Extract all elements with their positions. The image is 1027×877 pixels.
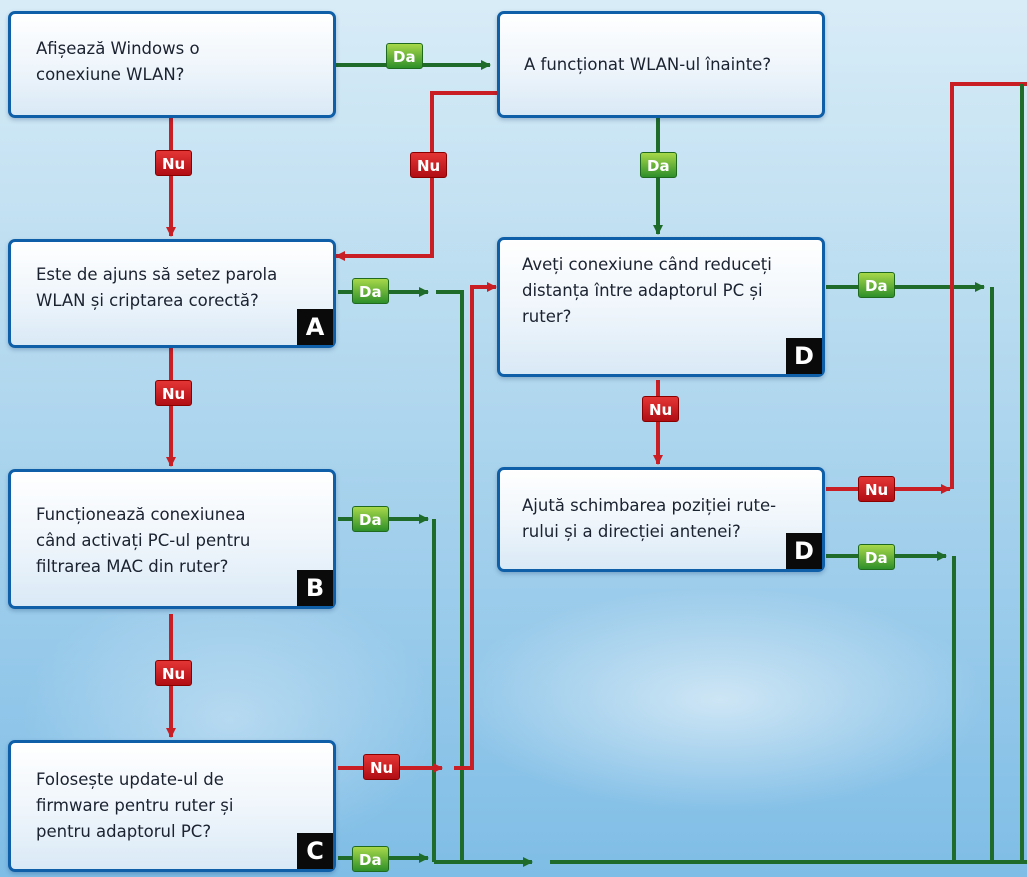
question-box-5: Funcționează conexiunea când activați PC… xyxy=(8,469,336,609)
question-box-4: Aveți conexiune când reduceți distanța î… xyxy=(497,237,825,377)
yes-tag-q3: Da xyxy=(352,278,389,304)
ref-label-b: B xyxy=(297,570,333,606)
question-box-6: Ajută schimbarea poziției rute- rului și… xyxy=(497,467,825,572)
yes-tag-q2: Da xyxy=(640,152,677,178)
question-text-3: Este de ajuns să setez parola WLAN și cr… xyxy=(36,265,278,310)
line-q7-nu-up xyxy=(454,282,497,770)
question-box-7: Folosește update-ul de firmware pentru r… xyxy=(8,740,336,872)
yes-tag-q6: Da xyxy=(858,544,895,570)
yes-tag-q7: Da xyxy=(352,846,389,872)
no-tag-q5: Nu xyxy=(155,660,193,686)
question-text-4: Aveți conexiune când reduceți distanța î… xyxy=(522,255,772,326)
ref-label-a: A xyxy=(297,309,333,345)
line-q6-nu-up xyxy=(950,82,1027,489)
ref-label-d2: D xyxy=(786,533,822,569)
question-text-7: Folosește update-ul de firmware pentru r… xyxy=(36,770,234,841)
question-text-1: Afișează Windows o conexiune WLAN? xyxy=(36,39,200,84)
no-tag-q1: Nu xyxy=(155,150,193,176)
ref-label-d1: D xyxy=(786,338,822,374)
no-tag-q3: Nu xyxy=(155,380,193,406)
question-box-2: A funcționat WLAN-ul înainte? xyxy=(497,11,825,118)
question-text-5: Funcționează conexiunea când activați PC… xyxy=(36,505,251,576)
yes-tag-q5: Da xyxy=(352,506,389,532)
question-text-6: Ajută schimbarea poziției rute- rului și… xyxy=(522,496,777,541)
no-tag-q4: Nu xyxy=(642,396,680,422)
no-tag-q2: Nu xyxy=(410,152,448,178)
line-q3-bus xyxy=(436,290,464,862)
no-tag-q7: Nu xyxy=(363,754,401,780)
no-tag-q6: Nu xyxy=(858,476,896,502)
yes-tag-q1: Da xyxy=(386,43,423,69)
question-text-2: A funcționat WLAN-ul înainte? xyxy=(524,55,772,74)
question-box-3: Este de ajuns să setez parola WLAN și cr… xyxy=(8,239,336,348)
ref-label-c: C xyxy=(297,833,333,869)
yes-tag-q4: Da xyxy=(858,272,895,298)
question-box-1: Afișează Windows o conexiune WLAN? xyxy=(8,11,336,118)
